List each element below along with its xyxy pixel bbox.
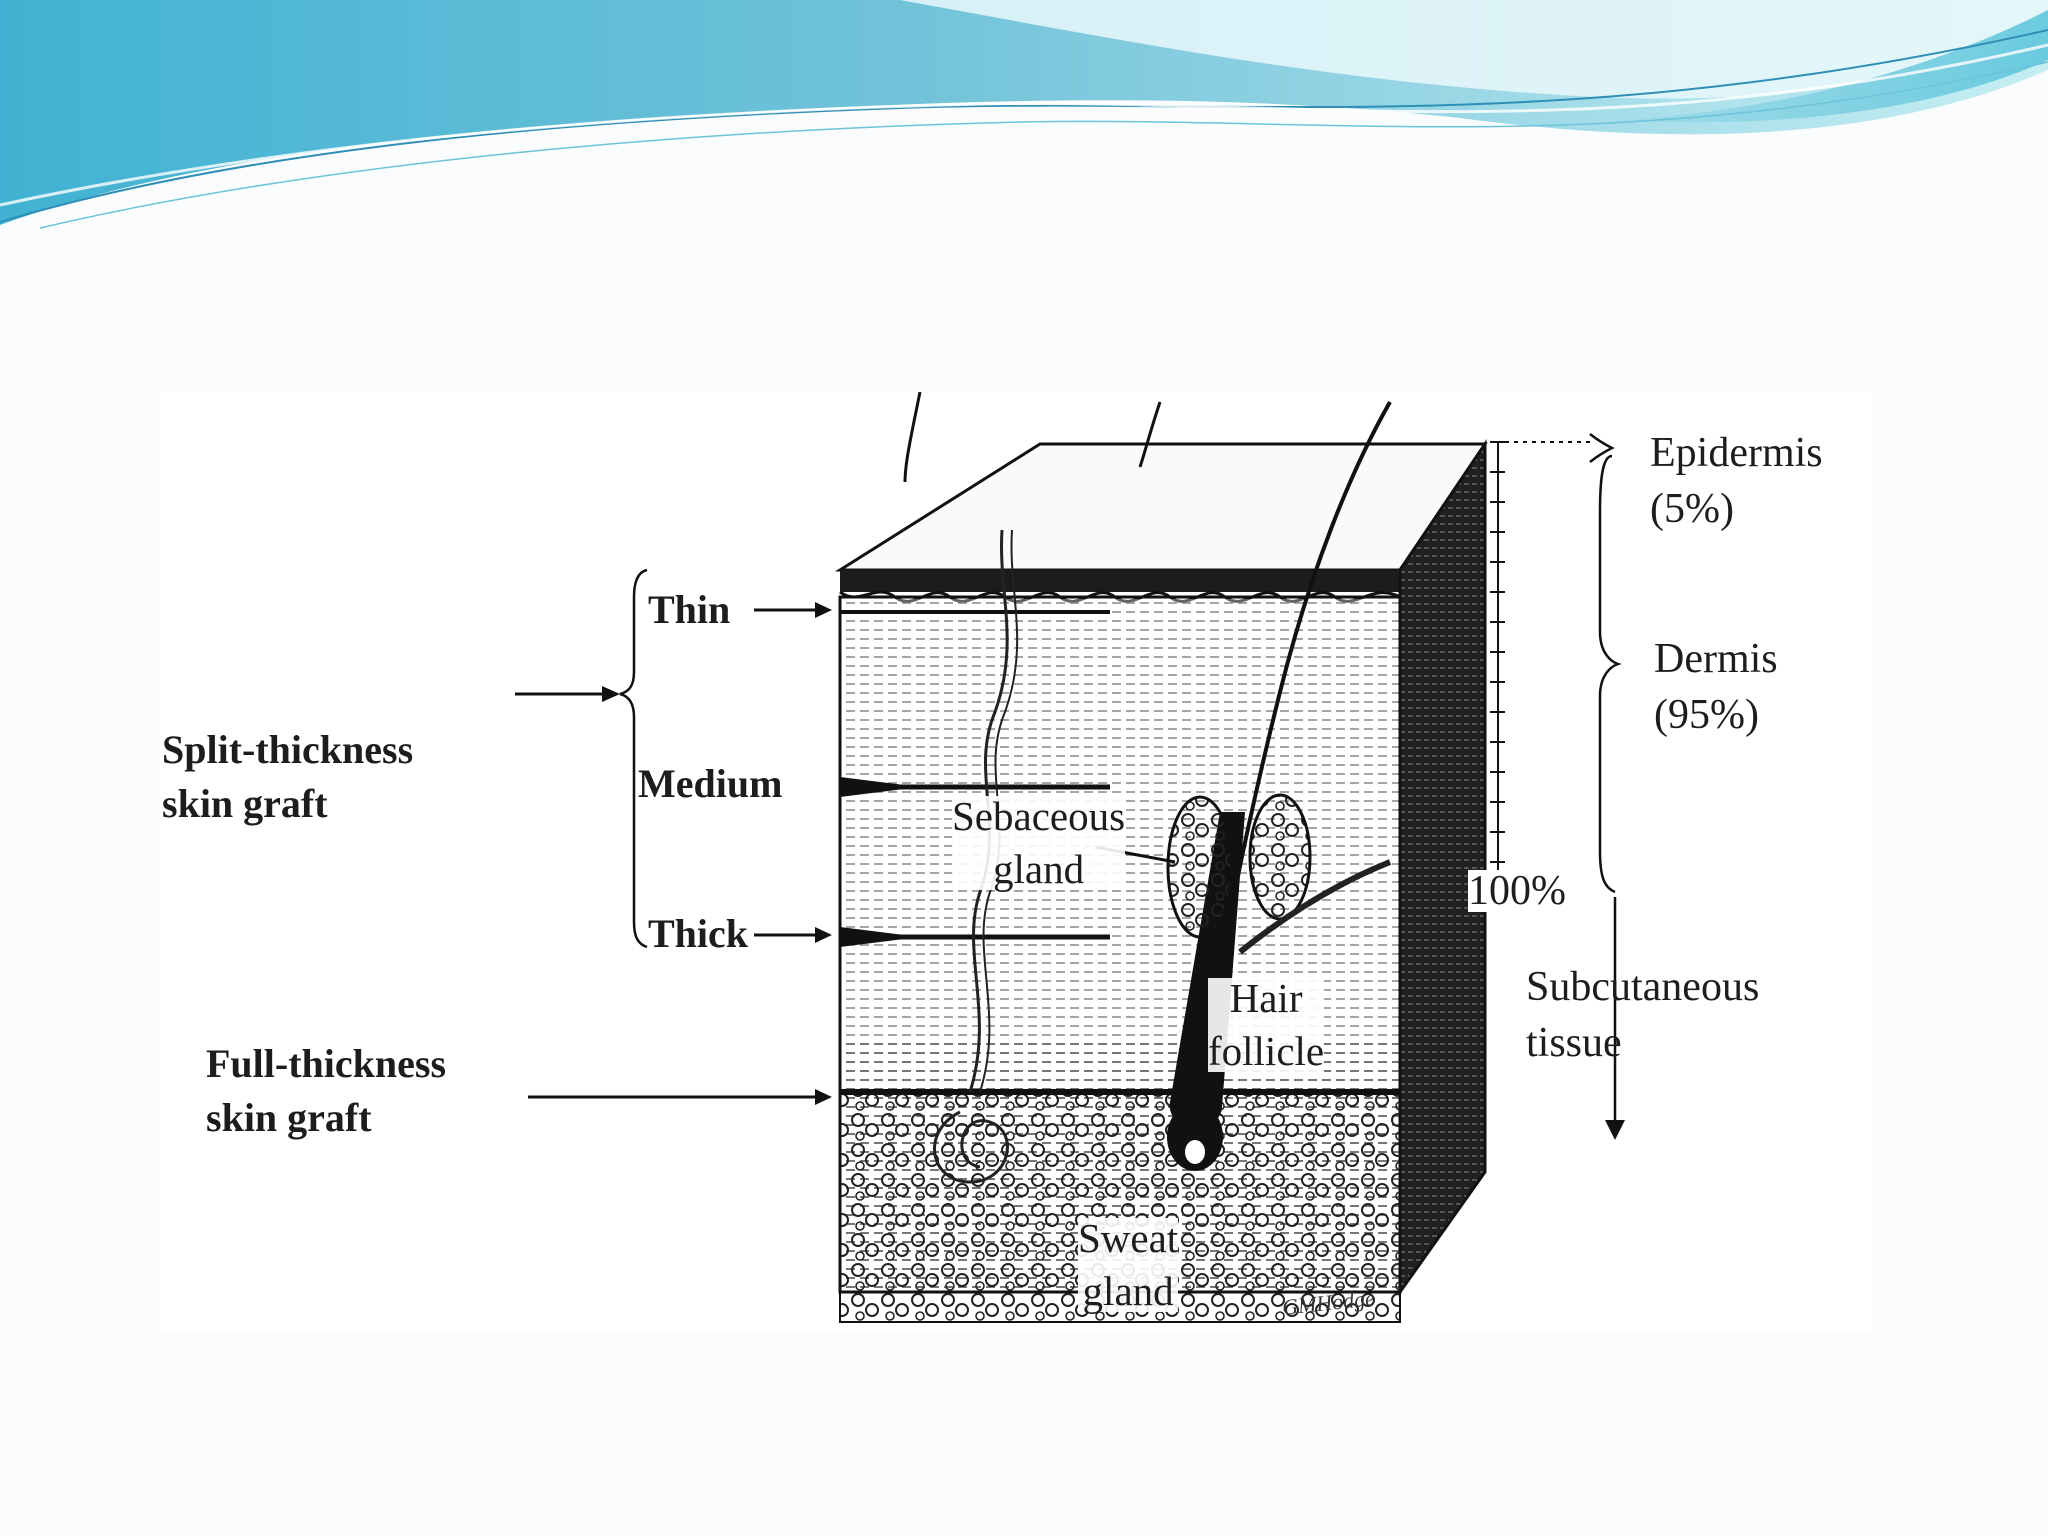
full-thickness-label: Full-thickness skin graft [206, 1044, 446, 1138]
sweat-gland-label-line2: gland [1082, 1268, 1174, 1314]
hundred-percent-label: 100% [1468, 868, 1566, 914]
hair-follicle-label-line1: Hair [1229, 975, 1303, 1021]
subcutaneous-tissue-label: Subcutaneous tissue [1526, 966, 1759, 1064]
epidermis-layer [840, 570, 1400, 592]
sebaceous-label-line2: gland [992, 846, 1085, 892]
sweat-gland-label: Sweat gland [1078, 1215, 1179, 1314]
dermis-name: Dermis [1654, 636, 1778, 682]
sebaceous-label-line1: Sebaceous [952, 793, 1126, 839]
skin-top-face [834, 442, 1488, 572]
subcutaneous-label-line2: tissue [1526, 1020, 1622, 1066]
hair-shaft-left [903, 392, 922, 483]
full-thickness-label-line1: Full-thickness [206, 1041, 447, 1086]
thin-depth-label: Thin [648, 587, 731, 632]
thin-arrowhead [815, 602, 832, 618]
sebaceous-gland-lobe-1 [1166, 795, 1234, 939]
hair-bulb [1167, 1103, 1223, 1171]
hair-follicle-label-line2: follicle [1208, 1028, 1325, 1074]
sebaceous-gland-label: Sebaceous gland [952, 793, 1126, 892]
epidermis-percent: (5%) [1650, 486, 1734, 532]
thick-cut-wedge [840, 927, 920, 947]
dermis-label: Dermis (95%) [1654, 638, 1778, 736]
split-thickness-label-line2: skin graft [162, 781, 328, 826]
wave-band-highlight [900, 0, 2048, 99]
full-thickness-arrowhead [815, 1089, 832, 1105]
skin-diagram-figure: Split-thickness skin graft Full-thicknes… [160, 392, 1872, 1332]
epidermis-brace [1589, 433, 1615, 463]
subcutaneous-label-line1: Subcutaneous [1526, 964, 1760, 1010]
hair-shaft-mid [1138, 401, 1162, 468]
hair-follicle-label: Hair follicle [1208, 975, 1325, 1074]
wave-line-3 [39, 61, 2048, 229]
split-thickness-brace [619, 568, 648, 949]
epidermis-name: Epidermis [1650, 430, 1823, 476]
split-thickness-arrowhead [602, 686, 620, 702]
arrector-pili-muscle [1238, 859, 1392, 955]
wave-line-1 [0, 29, 2048, 223]
wave-band-right [1620, 10, 2048, 123]
subcutaneous-arrowhead [1605, 1120, 1625, 1140]
wave-line-2 [0, 43, 2048, 207]
split-thickness-label-line1: Split-thickness [162, 727, 414, 772]
medium-depth-label: Medium [638, 761, 783, 806]
dermis-brace [1598, 454, 1622, 894]
split-thickness-label: Split-thickness skin graft [162, 730, 413, 824]
skin-right-side [1398, 439, 1487, 1297]
epidermis-label: Epidermis (5%) [1650, 432, 1823, 530]
full-thickness-label-line2: skin graft [206, 1095, 372, 1140]
sebaceous-gland-lobe-2 [1248, 793, 1312, 921]
dermis-percent: (95%) [1654, 692, 1759, 738]
hair-papilla [1185, 1140, 1205, 1164]
thick-arrowhead [815, 927, 832, 943]
sweat-gland-label-line1: Sweat [1078, 1215, 1179, 1261]
medium-cut-wedge [840, 777, 920, 797]
thick-depth-label: Thick [648, 911, 749, 956]
header-wave-decoration [0, 0, 2048, 229]
sweat-gland-coil [933, 1110, 1009, 1184]
